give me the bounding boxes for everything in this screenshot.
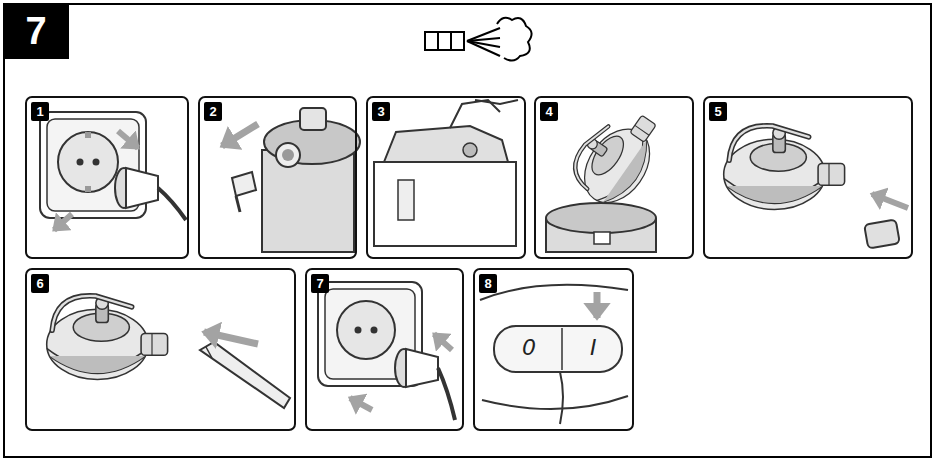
step-number: 7 [311,274,329,293]
step-panel: 7 [305,268,464,431]
step-number: 2 [204,102,222,121]
blower-adapter [724,126,908,249]
head-lifted [546,98,672,252]
step-panel: 8 [473,268,634,431]
step-panel: 2 [198,96,357,259]
figure-frame: 7 1 2 3 4 5 6 7 8 [3,3,932,458]
switch-symbol: 0 [522,336,536,360]
figure-number: 7 [3,3,69,59]
step-number: 4 [540,102,558,121]
step-panel: 3 [366,96,526,259]
step-panel: 5 [703,96,913,259]
step-panel: 1 [25,96,189,259]
step-number: 8 [479,274,497,293]
step-panel: 6 [25,268,296,431]
vacuum-drum [222,108,360,252]
step-number: 3 [372,102,390,121]
power-switch [480,285,628,424]
blower-nozzle [47,296,290,408]
drum-side-view [374,100,518,246]
step-number: 5 [709,102,727,121]
socket-plug-in [318,282,455,420]
switch-symbol: I [590,336,597,360]
socket-unplug [40,112,186,230]
step-panel: 4 [534,96,694,259]
step-number: 1 [31,102,49,121]
blow-icon [425,18,532,61]
step-number: 6 [31,274,49,293]
